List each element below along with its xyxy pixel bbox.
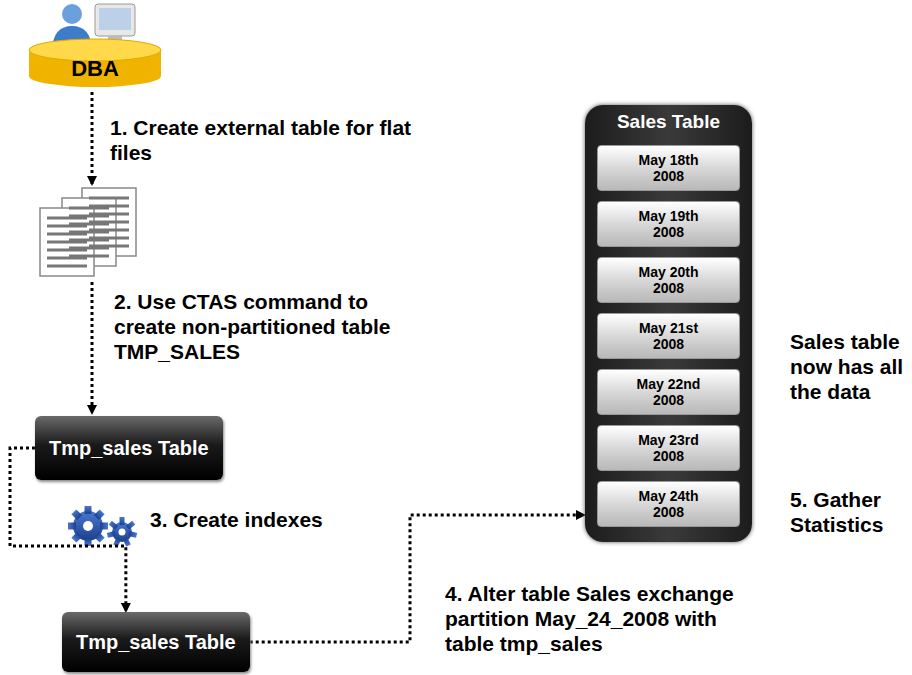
partition-box: May 24th 2008 — [597, 481, 740, 527]
gears-icon — [68, 506, 137, 547]
node-text: May 18th 2008 — [629, 152, 709, 184]
node-text: May 22nd 2008 — [629, 376, 709, 408]
step-label: 1. Create external table for flat files — [110, 116, 430, 166]
step-label: Sales table now has all the data — [790, 330, 908, 404]
partition-box: May 18th 2008 — [597, 145, 740, 191]
step-label: 4. Alter table Sales exchange partition … — [445, 582, 750, 656]
node-text: May 23rd 2008 — [629, 432, 709, 464]
node-text: Tmp_sales Table — [76, 631, 236, 654]
partition-box: May 23rd 2008 — [597, 425, 740, 471]
node-text: DBA — [71, 56, 119, 82]
dba-cylinder: DBA — [28, 38, 162, 88]
node-text: May 20th 2008 — [629, 264, 709, 296]
partition-box: May 21st 2008 — [597, 313, 740, 359]
table-box: Tmp_sales Table — [62, 612, 250, 672]
node-text: May 21st 2008 — [629, 320, 709, 352]
partition-box: May 22nd 2008 — [597, 369, 740, 415]
partition-box: May 19th 2008 — [597, 201, 740, 247]
file-lines — [47, 198, 129, 266]
sales-table-container: Sales TableMay 18th 2008May 19th 2008May… — [585, 105, 752, 542]
step-label: 2. Use CTAS command to create non-partit… — [114, 290, 414, 364]
step-arrow — [91, 282, 94, 413]
step-arrow — [91, 92, 94, 184]
node-text: Sales Table — [617, 111, 720, 133]
table-box: Tmp_sales Table — [35, 416, 223, 480]
step-label: 3. Create indexes — [150, 508, 410, 533]
partition-box: May 20th 2008 — [597, 257, 740, 303]
step-label: 5. Gather Statistics — [790, 488, 908, 538]
flat-files-icon — [40, 188, 136, 276]
node-text: May 19th 2008 — [629, 208, 709, 240]
node-text: Tmp_sales Table — [49, 437, 209, 460]
node-text: May 24th 2008 — [629, 488, 709, 520]
